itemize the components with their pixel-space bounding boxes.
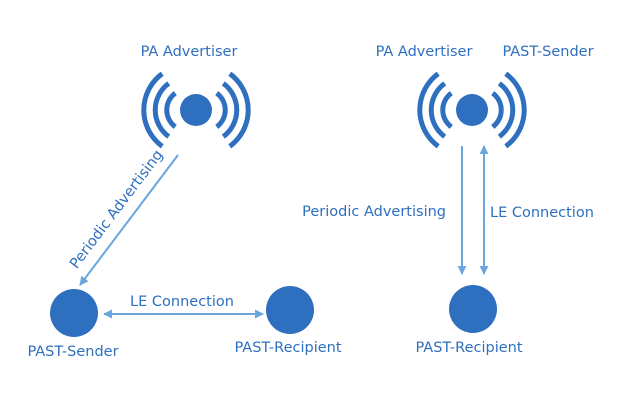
right-pa-advertiser-label: PA Advertiser	[376, 44, 473, 60]
left-periodic-advertising-arrow	[79, 154, 179, 286]
right-pa-advertiser-antenna-icon	[417, 71, 527, 149]
left-past-recipient-node	[266, 286, 314, 334]
left-scenario: PA Advertiser Periodic Advertising PAST-…	[27, 44, 341, 360]
left-past-recipient-label: PAST-Recipient	[234, 340, 341, 356]
left-past-sender-label: PAST-Sender	[27, 344, 118, 360]
right-scenario: PA Advertiser PAST-Sender Periodic Adver…	[302, 44, 594, 356]
right-past-recipient-label: PAST-Recipient	[415, 340, 522, 356]
left-pa-advertiser-antenna-icon	[141, 71, 251, 149]
right-past-recipient-node	[449, 285, 497, 333]
right-pa-advertiser-node	[456, 94, 488, 126]
left-le-connection-label: LE Connection	[130, 294, 234, 310]
left-pa-advertiser-label: PA Advertiser	[141, 44, 238, 60]
right-periodic-advertising-label: Periodic Advertising	[302, 204, 446, 220]
left-past-sender-node	[50, 289, 98, 337]
left-periodic-advertising-label: Periodic Advertising	[67, 147, 166, 272]
right-le-connection-label: LE Connection	[490, 205, 594, 221]
left-pa-advertiser-node	[180, 94, 212, 126]
right-past-sender-label: PAST-Sender	[502, 44, 593, 60]
